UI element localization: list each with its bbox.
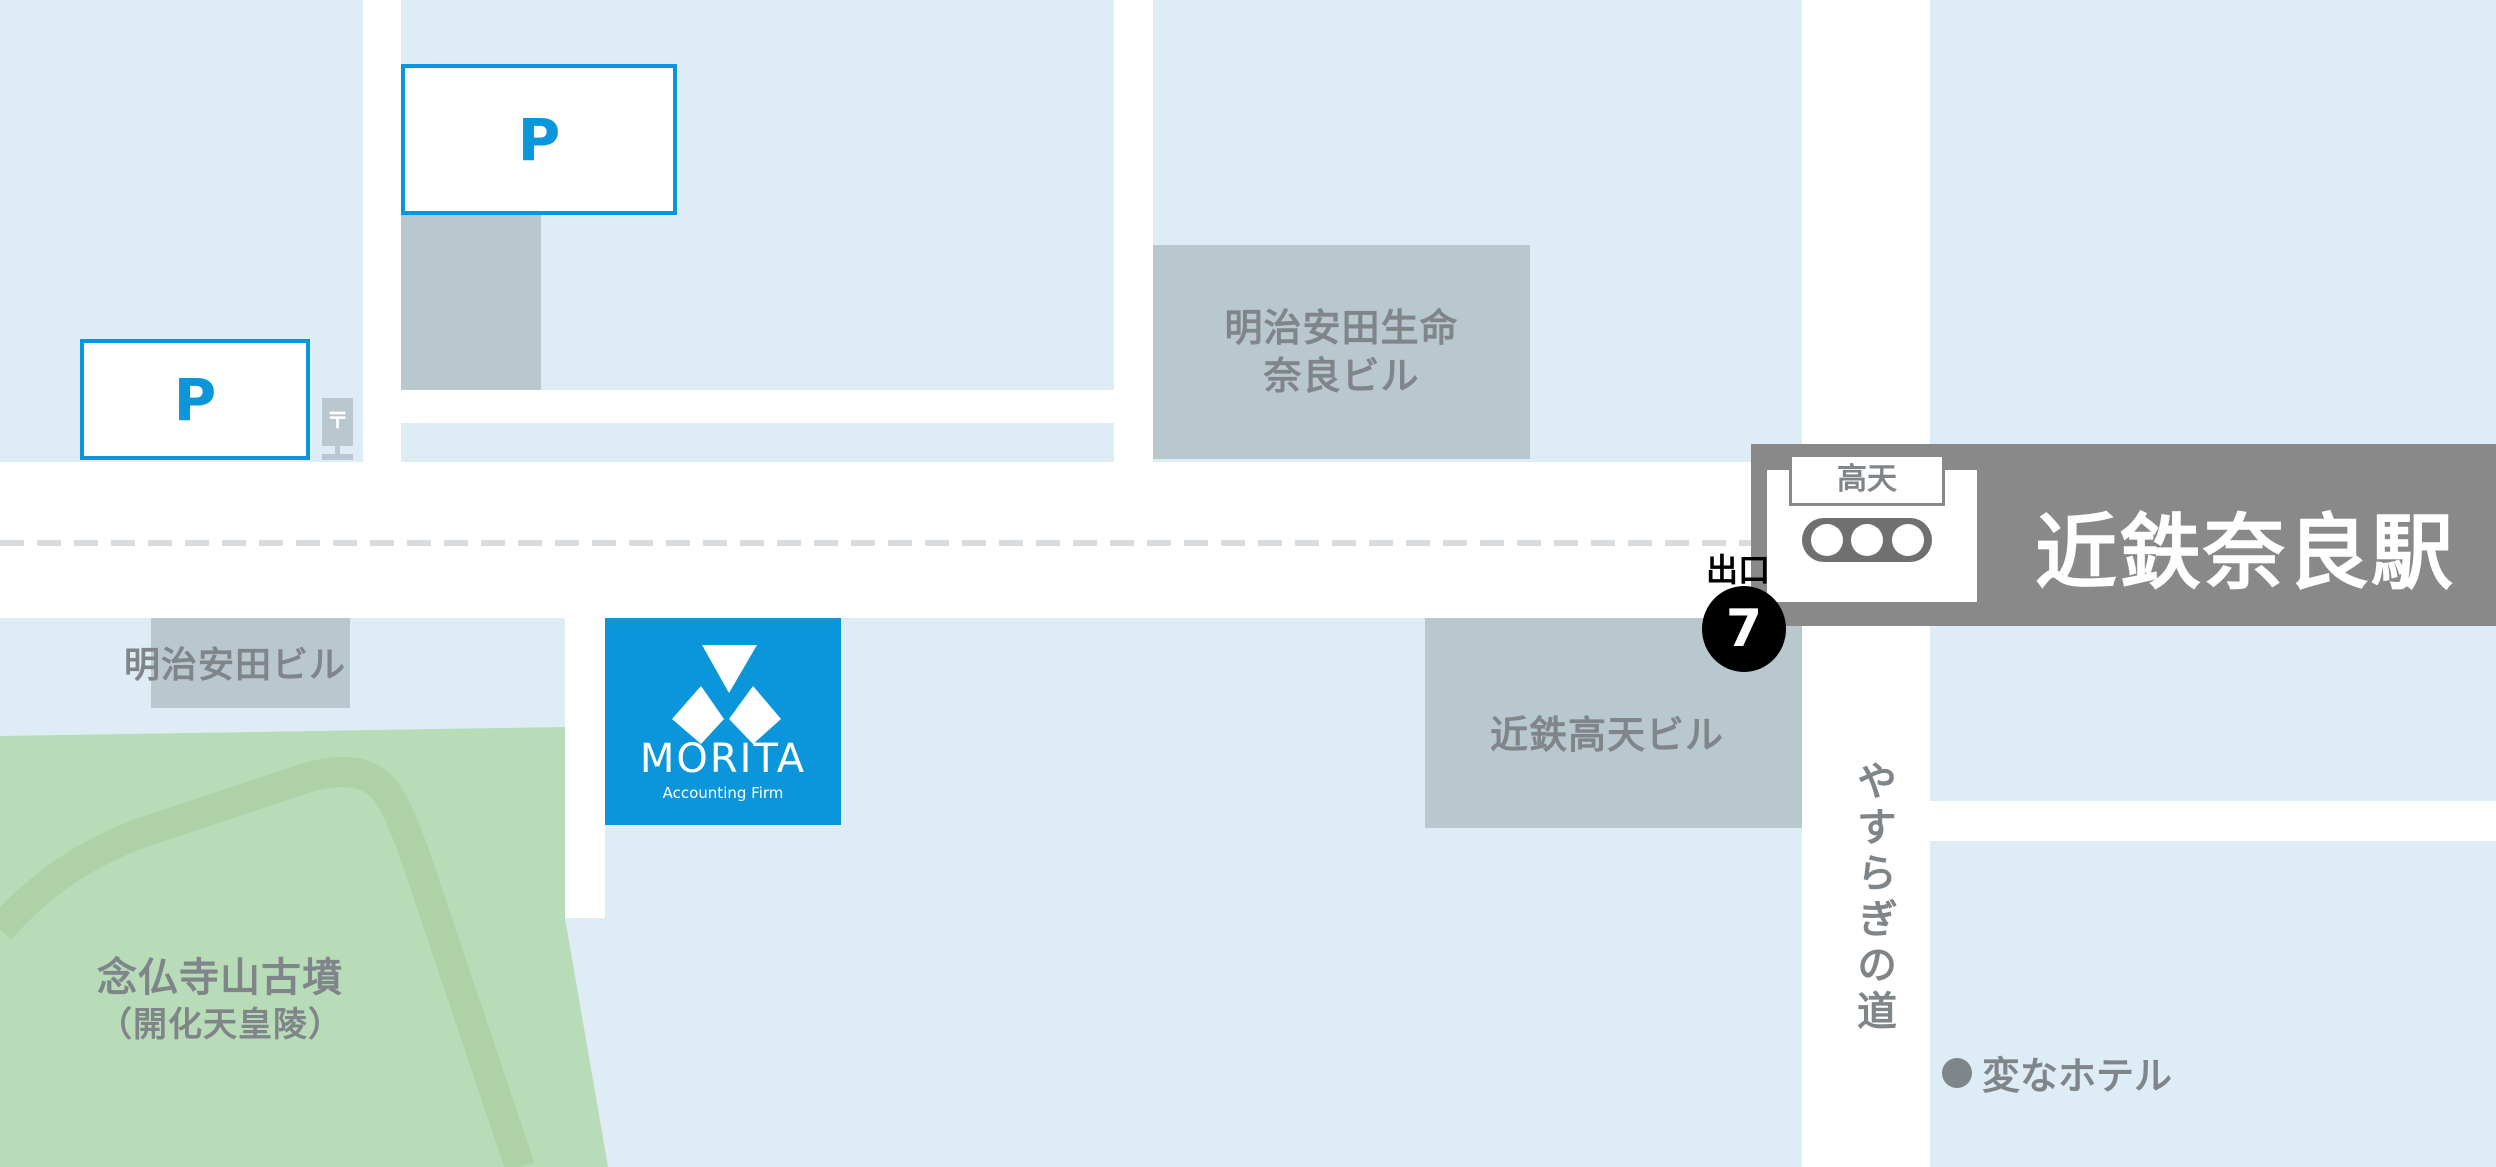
parking-label: P bbox=[173, 365, 217, 434]
building-under-parking bbox=[401, 215, 541, 390]
exit-label: 出口 bbox=[1706, 551, 1771, 589]
poi-dot-icon bbox=[1942, 1057, 1972, 1088]
station-name: 近鉄奈良駅 bbox=[2035, 506, 2456, 601]
road-left-of-office bbox=[565, 618, 605, 918]
office-name: MORITA bbox=[639, 736, 807, 782]
building-label: 奈良ビル bbox=[1263, 354, 1420, 398]
intersection-label-box: 高天 bbox=[1789, 454, 1945, 506]
parking-north: P bbox=[401, 64, 677, 215]
exit-7-marker[interactable]: 7 bbox=[1702, 586, 1786, 672]
park-sublabel: （開化天皇陵） bbox=[98, 1005, 343, 1045]
road-small-horizontal bbox=[401, 390, 1114, 423]
road-east-horizontal bbox=[1930, 801, 2496, 841]
park-label: 念仏寺山古墳 bbox=[97, 955, 343, 1001]
morita-logo-icon bbox=[672, 645, 781, 744]
building-meiji-yasuda bbox=[151, 618, 350, 708]
poi-hotel[interactable]: 変なホテル bbox=[1942, 1045, 2172, 1100]
building-label: 明治安田生命 bbox=[1224, 306, 1459, 350]
station-kintetsu-nara[interactable]: 高天 近鉄奈良駅 bbox=[1751, 444, 2496, 626]
street-label-yasuragi: やすらぎの道 bbox=[1850, 760, 1896, 1036]
building-label-meiji-yasuda: 明治安田ビル bbox=[124, 645, 347, 686]
poi-label: 変なホテル bbox=[1982, 1054, 2173, 1098]
office-morita[interactable]: MORITA Accounting Firm bbox=[605, 618, 841, 825]
building-meiji-yasuda-seimei: 明治安田生命 奈良ビル bbox=[1153, 245, 1530, 459]
post-office-icon: 〒 bbox=[322, 398, 353, 460]
building-label-kintetsu-takaten: 近鉄高天ビル bbox=[1490, 713, 1725, 757]
road-vertical-west bbox=[363, 0, 401, 462]
parking-label: P bbox=[517, 105, 561, 174]
traffic-light-icon bbox=[1802, 518, 1932, 562]
parking-west: P bbox=[80, 339, 310, 460]
road-vertical-center bbox=[1114, 0, 1153, 462]
office-subname: Accounting Firm bbox=[662, 784, 784, 802]
